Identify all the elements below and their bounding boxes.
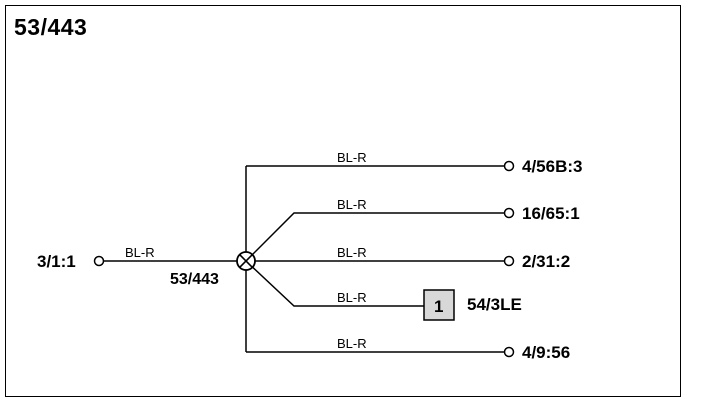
branch-terminal-pin-2 bbox=[503, 207, 515, 219]
diagram-title: 53/443 bbox=[14, 14, 88, 40]
splice-node-icon bbox=[236, 251, 256, 271]
branch-terminal-pin-1 bbox=[503, 160, 515, 172]
branch-wire-2 bbox=[245, 212, 504, 262]
diagram-frame bbox=[5, 5, 681, 397]
branch-terminal-label-2: 16/65:1 bbox=[522, 204, 580, 223]
branch-terminal-label-3: 2/31:2 bbox=[522, 252, 570, 271]
input-wire-color: BL-R bbox=[125, 245, 155, 260]
branch-wire-color-2: BL-R bbox=[337, 197, 367, 212]
branch-wire-color-3: BL-R bbox=[337, 245, 367, 260]
branch-terminal-pin-3 bbox=[503, 255, 515, 267]
connector-box-number: 1 bbox=[434, 297, 443, 316]
branch-terminal-label-5: 4/9:56 bbox=[522, 343, 570, 362]
splice-label: 53/443 bbox=[170, 271, 219, 288]
branch-terminal-pin-5 bbox=[503, 346, 515, 358]
branch-wire-color-5: BL-R bbox=[337, 336, 367, 351]
branch-wire-4 bbox=[245, 260, 424, 307]
branch-terminal-label-4: 54/3LE bbox=[467, 295, 522, 314]
branch-terminal-label-1: 4/56B:3 bbox=[522, 157, 582, 176]
branch-wire-color-1: BL-R bbox=[337, 150, 367, 165]
connector-box bbox=[423, 289, 455, 321]
branch-wire-color-4: BL-R bbox=[337, 290, 367, 305]
input-terminal-label: 3/1:1 bbox=[37, 252, 76, 271]
input-terminal-pin bbox=[93, 255, 105, 267]
